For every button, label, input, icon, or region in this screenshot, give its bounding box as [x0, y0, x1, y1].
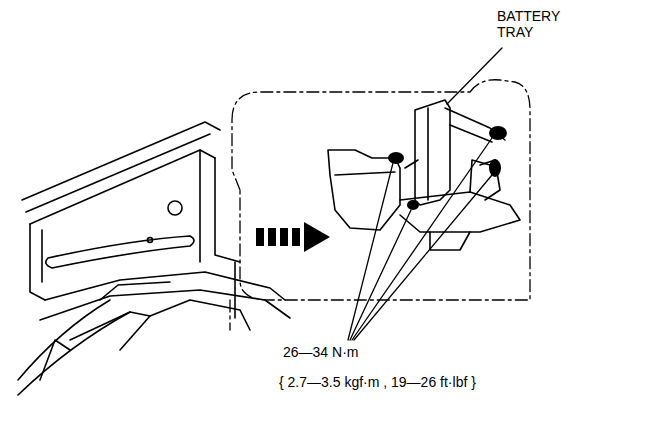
torque-value: 26—34 N·m [283, 344, 483, 360]
detail-outline [232, 80, 530, 300]
leader-line [348, 48, 502, 340]
bolt [388, 126, 507, 210]
torque-value: { 2.7—3.5 kgf·m , 19—26 ft·lbf } [279, 374, 609, 390]
part-label: BATTERY TRAY [497, 8, 589, 40]
vehicle-body [18, 122, 290, 395]
direction-arrow [256, 222, 330, 252]
